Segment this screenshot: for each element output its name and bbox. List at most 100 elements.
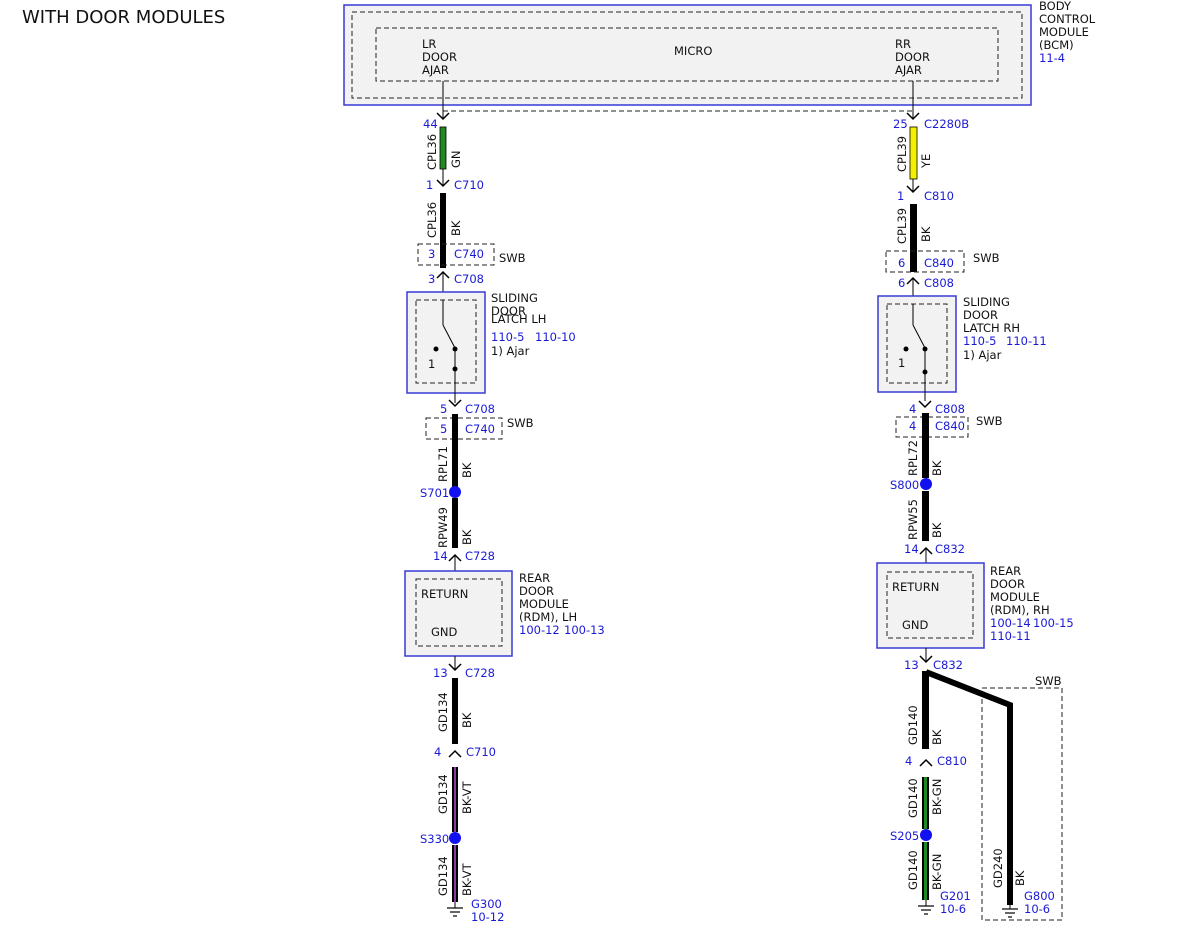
rear-door-module-lh <box>404 570 513 657</box>
switch-number: 1 <box>428 357 435 371</box>
connector-arrow <box>448 399 462 408</box>
connector-label: C840 <box>924 256 954 270</box>
wire-color-label: BK-VT <box>460 780 474 814</box>
module-return-label: RETURN <box>421 587 468 601</box>
wire-color-label: BK <box>930 522 944 538</box>
circuit-label: CPL39 <box>895 136 909 172</box>
rear-door-module-rh <box>876 562 985 649</box>
swb-connector-box <box>885 250 965 273</box>
latch-ref-1: 110-5 <box>491 330 524 344</box>
connector-label: C832 <box>935 542 965 556</box>
module-gnd-label: GND <box>902 618 929 632</box>
wire-color-label: BK <box>460 529 474 545</box>
pin-label: 13 <box>433 666 448 680</box>
right-door-circuit: 25 C2280B CPL39 YE 1 C810 CPL39 BK 6 C84… <box>876 81 1074 921</box>
connector-label: C808 <box>924 276 954 290</box>
module-name-line-2: DOOR <box>519 584 554 598</box>
connector-label: C740 <box>465 422 495 436</box>
left-door-circuit: 44 CPL36 GN 1 C710 CPL36 BK 3 C740 SWB 3… <box>404 81 605 924</box>
circuit-label: RPL71 <box>436 446 450 482</box>
body-control-module: MICRO LR DOOR AJAR RR DOOR AJAR BODY CON… <box>343 0 1096 106</box>
latch-name-line-1: SLIDING <box>963 295 1010 309</box>
connector-arrow <box>918 400 932 409</box>
pin-label: 44 <box>423 117 438 131</box>
wire-color-label: BK <box>930 460 944 476</box>
module-ref-2: 100-13 <box>564 623 605 637</box>
pin-label: 3 <box>428 272 435 286</box>
splice-s205 <box>920 829 932 841</box>
pin-label: 1 <box>897 189 904 203</box>
module-name-line-3: MODULE <box>519 597 569 611</box>
module-ref-3: 110-11 <box>990 629 1031 643</box>
wire-cpl39-bk <box>910 204 917 272</box>
latch-name-line-2: DOOR <box>963 308 998 322</box>
bcm-micro-outline <box>375 27 999 82</box>
ground-icon <box>447 902 463 917</box>
connector-arrow <box>436 179 450 188</box>
connector-label: C728 <box>465 666 495 680</box>
wire-color-label: YE <box>919 154 933 169</box>
bcm-lr-line-1: LR <box>422 37 436 51</box>
circuit-label: RPL72 <box>906 440 920 476</box>
splice-label: S205 <box>890 829 919 843</box>
wire-cpl36-gn <box>439 126 447 170</box>
ground-ref: 10-6 <box>940 902 966 916</box>
module-name-line-4: (RDM), LH <box>519 610 577 624</box>
swb-label: SWB <box>976 414 1003 428</box>
switch-contact <box>903 346 909 352</box>
latch-ref-1: 110-5 <box>963 334 996 348</box>
circuit-label: RPW55 <box>906 499 920 540</box>
swb-label: SWB <box>1035 674 1062 688</box>
connector-arrow <box>919 758 933 767</box>
connector-label: C740 <box>454 247 484 261</box>
switch-contact <box>433 346 439 352</box>
wire-rpw55-bk <box>922 491 929 541</box>
wire-color-label: BK-VT <box>460 862 474 896</box>
wire-gd140-bk <box>922 671 929 749</box>
connector-label: C810 <box>924 189 954 203</box>
connector-label: C708 <box>465 402 495 416</box>
circuit-label: CPL39 <box>895 208 909 244</box>
ground-label: G800 <box>1024 889 1055 903</box>
latch-name-line-1: SLIDING <box>491 291 538 305</box>
splice-s701 <box>449 486 461 498</box>
wire-stripe-vt <box>454 767 456 832</box>
wire-color-label: BK <box>460 712 474 728</box>
wire-rpw49-bk <box>452 498 458 548</box>
splice-label: S800 <box>890 478 919 492</box>
circuit-label: GD140 <box>906 778 920 818</box>
circuit-label: GD240 <box>991 848 1005 888</box>
swb-branch-box <box>981 687 1063 921</box>
latch-name-line-3: LATCH RH <box>963 321 1020 335</box>
pin-label: 4 <box>909 402 916 416</box>
wire-gd240-bk <box>924 669 1013 905</box>
connector-arrow <box>906 185 920 194</box>
latch-ref-2: 110-10 <box>535 330 576 344</box>
wire-stripe-vt <box>454 845 456 902</box>
wire-cpl39-ye <box>909 126 918 180</box>
latch-note: 1) Ajar <box>491 344 530 358</box>
wire-color-label: BK <box>919 226 933 242</box>
wire-rpl72-bk <box>922 413 929 478</box>
sliding-door-latch-rh <box>877 295 957 393</box>
connector-arrow <box>448 663 462 672</box>
circuit-label: CPL36 <box>425 202 439 238</box>
connector-label: C710 <box>466 745 496 759</box>
connector-label: C832 <box>933 658 963 672</box>
splice-s800 <box>920 478 932 490</box>
ground-label: G300 <box>471 897 502 911</box>
bcm-name-line-2: CONTROL <box>1039 12 1096 26</box>
bcm-box <box>343 4 1032 106</box>
module-return-label: RETURN <box>892 580 939 594</box>
ground-icon <box>1002 905 1018 918</box>
wire-color-label: BK-GN <box>930 854 944 890</box>
module-name-line-1: REAR <box>990 564 1021 578</box>
bcm-name-line-3: MODULE <box>1039 25 1089 39</box>
circuit-label: GD134 <box>436 856 450 896</box>
connector-arrow <box>448 749 462 758</box>
connector-label: C728 <box>465 549 495 563</box>
wire-color-label: GN <box>449 150 463 168</box>
pin-label: 4 <box>905 754 912 768</box>
sliding-door-latch-lh <box>406 291 486 394</box>
splice-label: S330 <box>420 832 449 846</box>
